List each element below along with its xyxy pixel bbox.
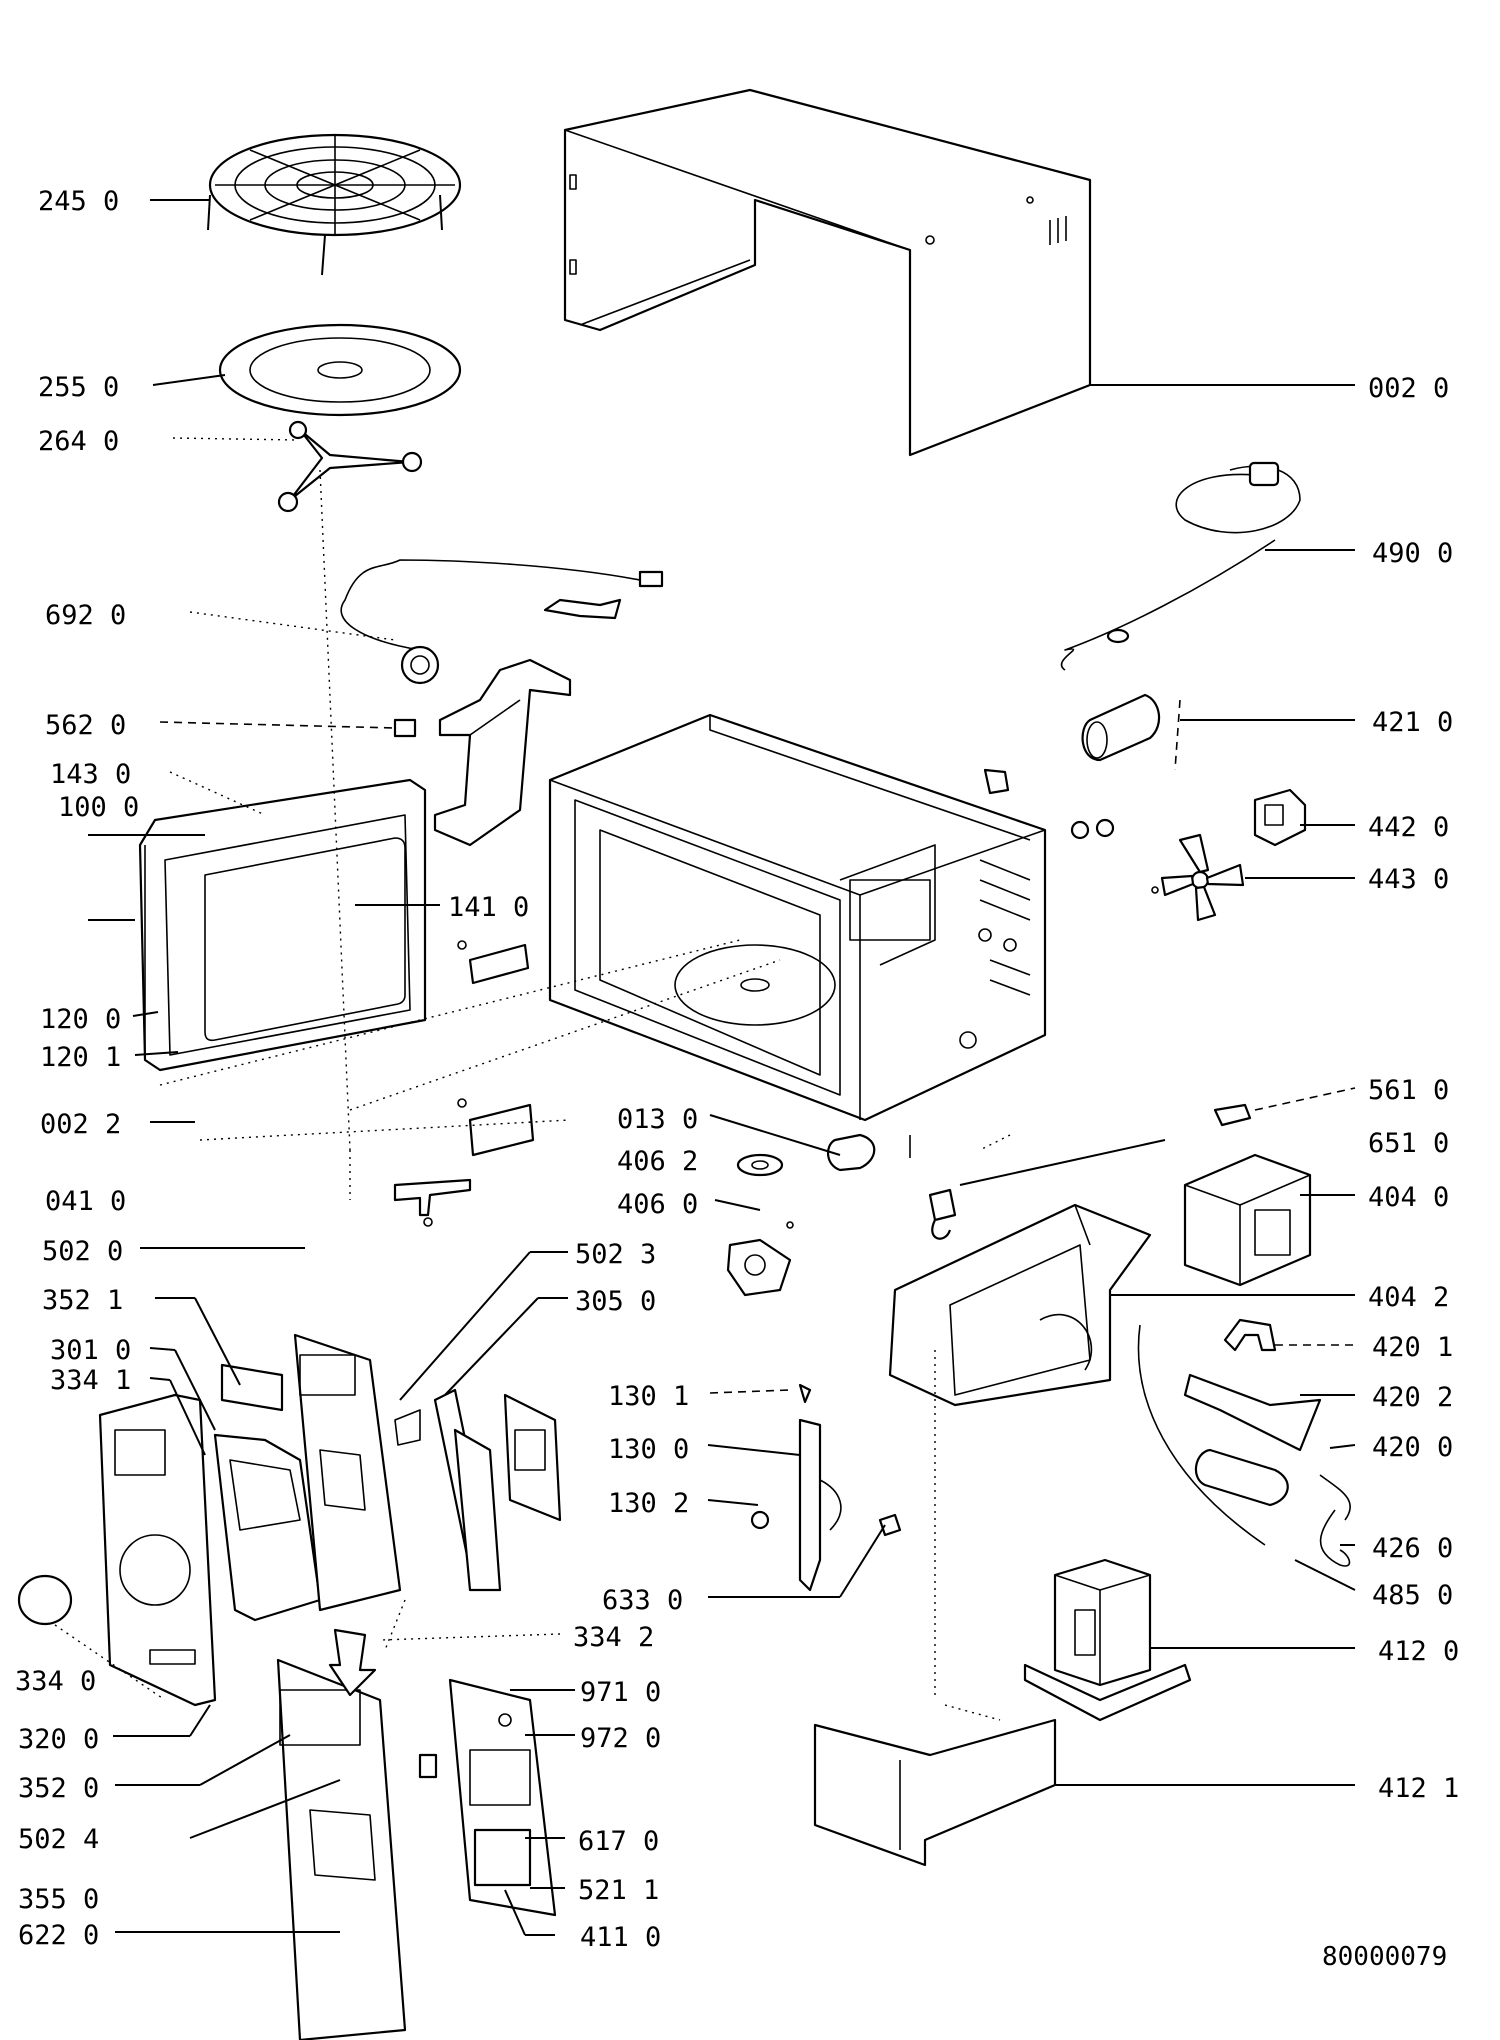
label-334-1: 334 1 — [50, 1365, 131, 1396]
part-pcb-lower — [276, 1658, 407, 2040]
part-oven-cavity — [548, 713, 1047, 1158]
part-switch-bracket — [393, 658, 572, 847]
label-130-1: 130 1 — [608, 1381, 689, 1412]
part-cover-plate — [813, 1350, 1057, 1867]
label-334-2: 334 2 — [573, 1622, 654, 1653]
label-130-2: 130 2 — [608, 1488, 689, 1519]
part-capacitor — [1081, 693, 1181, 771]
label-412-0: 412 0 — [1378, 1636, 1459, 1667]
label-633-0: 633 0 — [602, 1585, 683, 1616]
label-120-1: 120 1 — [40, 1042, 121, 1073]
label-301-0: 301 0 — [50, 1335, 131, 1366]
label-355-0: 355 0 — [18, 1884, 99, 1915]
part-capacitor-clamp — [1183, 1318, 1322, 1452]
label-971-0: 971 0 — [580, 1677, 661, 1708]
label-502-4: 502 4 — [18, 1824, 99, 1855]
part-roller-support — [277, 420, 423, 513]
callout-labels: 245 0 255 0 264 0 692 0 562 0 143 0 100 … — [15, 186, 1459, 1972]
part-fan-motor — [1253, 788, 1307, 847]
label-426-0: 426 0 — [1372, 1533, 1453, 1564]
part-lamp-wire — [340, 559, 664, 685]
label-421-0: 421 0 — [1372, 707, 1453, 738]
part-thermal-fuse — [928, 1188, 957, 1240]
part-pcb-upper — [293, 1333, 402, 1612]
part-magnetron-bracket — [888, 1203, 1152, 1407]
label-264-0: 264 0 — [38, 426, 119, 457]
leader-lines — [54, 199, 1356, 1936]
part-door — [138, 778, 427, 1072]
label-502-0: 502 0 — [42, 1236, 123, 1267]
label-412-1: 412 1 — [1378, 1773, 1459, 1804]
label-013-0: 013 0 — [617, 1104, 698, 1135]
label-521-1: 521 1 — [578, 1875, 659, 1906]
part-pushrod — [328, 1628, 438, 1779]
part-coupler — [736, 1133, 876, 1177]
part-knob — [17, 1574, 73, 1626]
part-main-board — [448, 1678, 557, 1917]
part-latch-assembly — [750, 1383, 902, 1592]
part-outer-cabinet — [563, 88, 1092, 457]
part-clip-561 — [1213, 1103, 1252, 1127]
label-562-0: 562 0 — [45, 710, 126, 741]
label-404-2: 404 2 — [1368, 1282, 1449, 1313]
part-hv-transformer — [1023, 1558, 1192, 1722]
part-mains-cord — [1060, 461, 1301, 671]
label-617-0: 617 0 — [578, 1826, 659, 1857]
alignment-lines — [159, 469, 1011, 1651]
label-305-0: 305 0 — [575, 1286, 656, 1317]
label-404-0: 404 0 — [1368, 1182, 1449, 1213]
label-692-0: 692 0 — [45, 600, 126, 631]
part-grill-rack — [207, 133, 462, 276]
label-443-0: 443 0 — [1368, 864, 1449, 895]
label-245-0: 245 0 — [38, 186, 119, 217]
label-120-0: 120 0 — [40, 1004, 121, 1035]
label-420-0: 420 0 — [1372, 1432, 1453, 1463]
label-352-1: 352 1 — [42, 1285, 123, 1316]
label-352-0: 352 0 — [18, 1773, 99, 1804]
part-hinge-plates — [393, 940, 535, 1227]
label-255-0: 255 0 — [38, 372, 119, 403]
label-100-0: 100 0 — [58, 792, 139, 823]
part-relay-board — [503, 1393, 562, 1522]
part-display-window — [220, 1363, 284, 1412]
label-972-0: 972 0 — [580, 1723, 661, 1754]
part-keyboard-foil — [213, 1433, 322, 1622]
part-magnetron — [1183, 1153, 1312, 1287]
part-fan-blade — [1151, 833, 1245, 922]
label-320-0: 320 0 — [18, 1724, 99, 1755]
label-502-3: 502 3 — [575, 1239, 656, 1270]
label-406-0: 406 0 — [617, 1189, 698, 1220]
label-334-0: 334 0 — [15, 1666, 96, 1697]
label-002-2: 002 2 — [40, 1109, 121, 1140]
part-turntable-glass — [218, 323, 462, 417]
part-turntable-motor — [726, 1221, 794, 1297]
label-485-0: 485 0 — [1372, 1580, 1453, 1611]
label-141-0: 141 0 — [448, 892, 529, 923]
label-406-2: 406 2 — [617, 1146, 698, 1177]
label-561-0: 561 0 — [1368, 1075, 1449, 1106]
label-420-2: 420 2 — [1372, 1382, 1453, 1413]
part-control-panel-front — [98, 1393, 217, 1707]
document-number: 80000079 — [1322, 1942, 1447, 1972]
label-130-0: 130 0 — [608, 1434, 689, 1465]
label-651-0: 651 0 — [1368, 1128, 1449, 1159]
label-143-0: 143 0 — [50, 759, 131, 790]
label-002-0: 002 0 — [1368, 373, 1449, 404]
label-442-0: 442 0 — [1368, 812, 1449, 843]
label-490-0: 490 0 — [1372, 538, 1453, 569]
part-grounding-clip — [983, 768, 1115, 840]
label-411-0: 411 0 — [580, 1922, 661, 1953]
label-041-0: 041 0 — [45, 1186, 126, 1217]
part-hv-diode — [1137, 1324, 1351, 1567]
label-622-0: 622 0 — [18, 1920, 99, 1951]
part-switch-block — [394, 1388, 502, 1592]
part-hv-capacitor — [1194, 1448, 1351, 1521]
label-420-1: 420 1 — [1372, 1332, 1453, 1363]
